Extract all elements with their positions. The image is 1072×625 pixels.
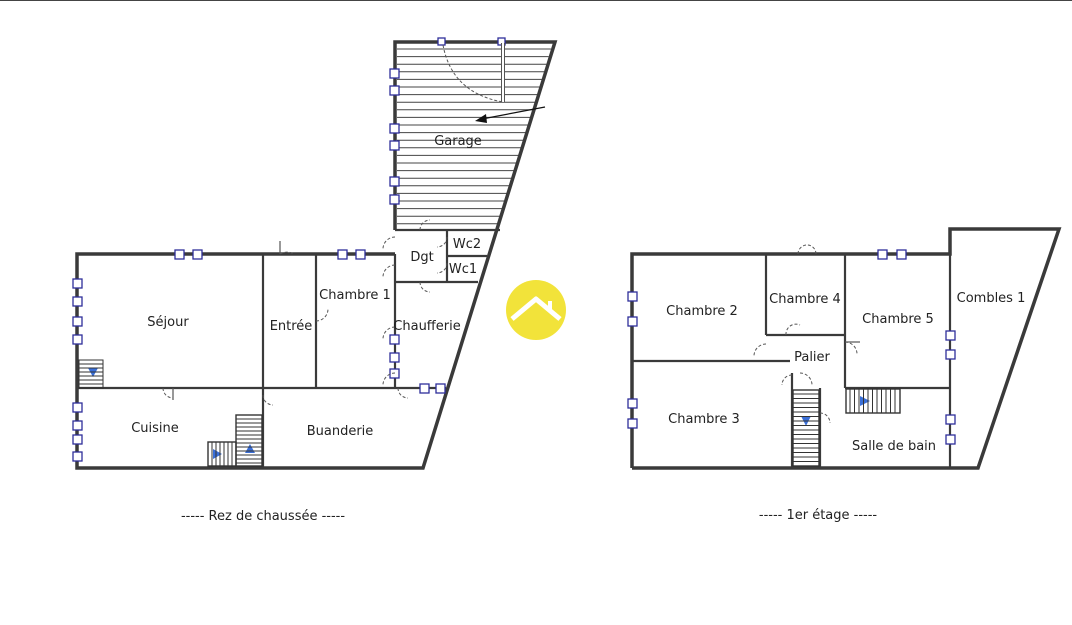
arrow-line — [481, 106, 546, 120]
doors — [162, 219, 448, 406]
window — [72, 402, 83, 413]
door-arc — [382, 326, 396, 340]
door-arc — [162, 387, 174, 399]
garage-hatching — [397, 48, 551, 225]
room-label-sejour: Séjour — [147, 315, 189, 330]
room-label-wc1: Wc1 — [449, 262, 477, 277]
door-arc — [781, 374, 793, 386]
window — [72, 316, 83, 327]
door-arc — [436, 236, 448, 248]
door-arc — [382, 372, 396, 386]
window — [72, 296, 83, 307]
ground-floor-stairs — [78, 359, 263, 467]
window — [389, 85, 400, 96]
door-arc — [419, 219, 431, 231]
room-label-chambre-5: Chambre 5 — [862, 312, 934, 327]
room-label-chambre-4: Chambre 4 — [769, 292, 841, 307]
first-floor-caption: ----- 1er étage ----- — [759, 508, 878, 523]
window — [945, 349, 956, 360]
room-label-entree: Entrée — [270, 319, 313, 334]
ground-floor-caption: ----- Rez de chaussée ----- — [181, 509, 345, 524]
first-floor-outer-wall — [630, 227, 1062, 470]
door-arc — [436, 262, 448, 274]
room-label-dgt: Dgt — [410, 250, 433, 265]
room-label-garage: Garage — [434, 134, 482, 149]
room-label-palier: Palier — [794, 350, 830, 365]
stair-block — [235, 414, 263, 467]
room-label-wc2: Wc2 — [453, 237, 481, 252]
window — [174, 249, 185, 260]
door-arc — [819, 412, 831, 424]
windows — [627, 249, 956, 445]
house-roof-icon — [506, 280, 566, 340]
stair-arrow-icon — [245, 444, 255, 453]
window — [435, 383, 446, 394]
room-label-chambre-3: Chambre 3 — [668, 412, 740, 427]
window — [72, 278, 83, 289]
window — [389, 194, 400, 205]
window — [877, 249, 888, 260]
door-arc — [397, 387, 409, 399]
room-label-chaufferie: Chaufferie — [393, 319, 460, 334]
doors — [753, 244, 860, 424]
door-arc — [315, 308, 329, 322]
window — [896, 249, 907, 260]
stair-arrow-icon — [860, 396, 870, 406]
window — [389, 68, 400, 79]
window — [419, 383, 430, 394]
window — [72, 434, 83, 445]
window — [389, 123, 400, 134]
window — [945, 434, 956, 445]
window — [627, 418, 638, 429]
window — [945, 330, 956, 341]
window — [389, 352, 400, 363]
door-arc — [799, 372, 813, 386]
ground-floor-plan: Garage Séjour Entrée Chambre 1 Dgt Wc2 W… — [72, 37, 558, 524]
window — [627, 291, 638, 302]
door-arc — [844, 341, 858, 355]
door-arc — [419, 281, 431, 293]
door-arc — [442, 44, 504, 103]
stair-block — [78, 359, 104, 389]
first-floor-stairs — [792, 388, 901, 467]
logo-roof — [510, 296, 562, 321]
window — [627, 398, 638, 409]
arrow-head-icon — [475, 114, 487, 123]
room-label-combles-1: Combles 1 — [957, 291, 1026, 306]
window — [945, 414, 956, 425]
stair-block — [792, 389, 820, 467]
room-label-salle-de-bain: Salle de bain — [852, 439, 936, 454]
window — [389, 176, 400, 187]
garage-door — [442, 43, 546, 123]
room-label-buanderie: Buanderie — [307, 424, 374, 439]
ground-floor-outer-wall — [75, 40, 558, 470]
window — [389, 334, 400, 345]
door-arc — [753, 343, 767, 357]
room-label-chambre-1: Chambre 1 — [319, 288, 391, 303]
window — [389, 140, 400, 151]
window — [337, 249, 348, 260]
window — [437, 37, 446, 46]
window — [72, 334, 83, 345]
room-label-chambre-2: Chambre 2 — [666, 304, 738, 319]
window — [72, 451, 83, 462]
window — [192, 249, 203, 260]
windows — [72, 37, 506, 462]
window — [627, 316, 638, 327]
stair-arrow-icon — [213, 449, 222, 459]
logo-circle — [506, 280, 566, 340]
first-floor-plan: Chambre 2 Chambre 4 Chambre 5 Combles 1 … — [627, 227, 1062, 523]
door-arc — [382, 236, 396, 250]
door-arc — [382, 264, 396, 278]
window — [72, 420, 83, 431]
room-label-cuisine: Cuisine — [131, 421, 179, 436]
window — [355, 249, 366, 260]
door-arc — [262, 394, 274, 406]
door-arc — [785, 323, 801, 336]
